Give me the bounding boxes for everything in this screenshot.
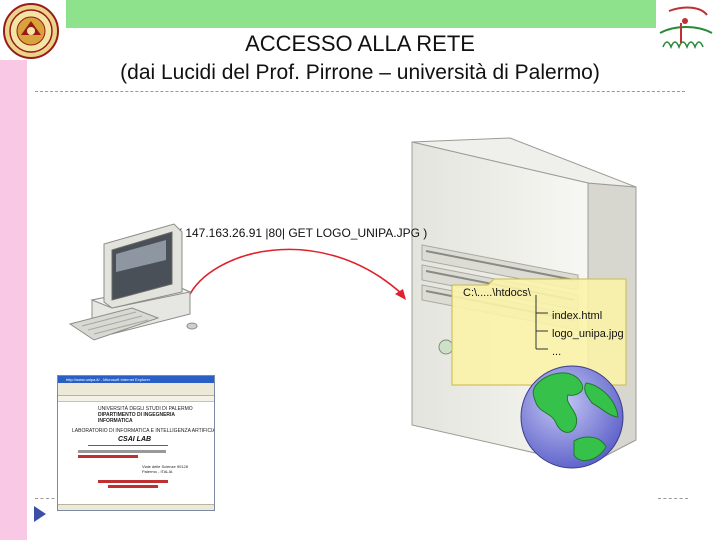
text-line	[78, 455, 138, 458]
browser-toolbar	[58, 383, 214, 396]
top-accent-bar	[66, 0, 656, 28]
browser-status-bar	[58, 504, 214, 510]
file-item-more: ...	[552, 346, 561, 358]
slide-subtitle: (dai Lucidi del Prof. Pirrone – universi…	[0, 61, 720, 85]
address-text: Viale delle Scienze 90128 Palermo - ITAL…	[142, 464, 202, 474]
lab-name: CSAI LAB	[118, 436, 210, 443]
folder-path-label: C:\.....\htdocs\	[463, 287, 531, 299]
client-computer-illustration	[62, 222, 202, 362]
slide-title: ACCESSO ALLA RETE	[0, 31, 720, 57]
lab-line: LABORATORIO DI INFORMATICA E INTELLIGENZ…	[72, 428, 210, 434]
text-line	[78, 450, 166, 453]
department-line-2: INFORMATICA	[98, 418, 210, 424]
file-item-index: index.html	[552, 310, 602, 322]
browser-window-title: http://www.unipa.it/ - Microsoft Interne…	[58, 376, 214, 383]
side-accent-bar	[0, 60, 27, 540]
footer-links	[108, 485, 158, 488]
footer-divider-right	[658, 498, 688, 499]
next-slide-arrow-icon[interactable]	[33, 505, 47, 523]
http-request-label: ( 147.163.26.91 |80| GET LOGO_UNIPA.JPG …	[178, 226, 427, 240]
file-item-logo: logo_unipa.jpg	[552, 328, 624, 340]
browser-window-thumbnail: http://www.unipa.it/ - Microsoft Interne…	[57, 375, 215, 511]
page-rule	[88, 445, 168, 446]
footer-links	[98, 480, 168, 483]
globe-icon	[518, 363, 626, 471]
browser-title-bar: http://www.unipa.it/ - Microsoft Interne…	[58, 376, 214, 383]
header-divider	[35, 91, 685, 92]
